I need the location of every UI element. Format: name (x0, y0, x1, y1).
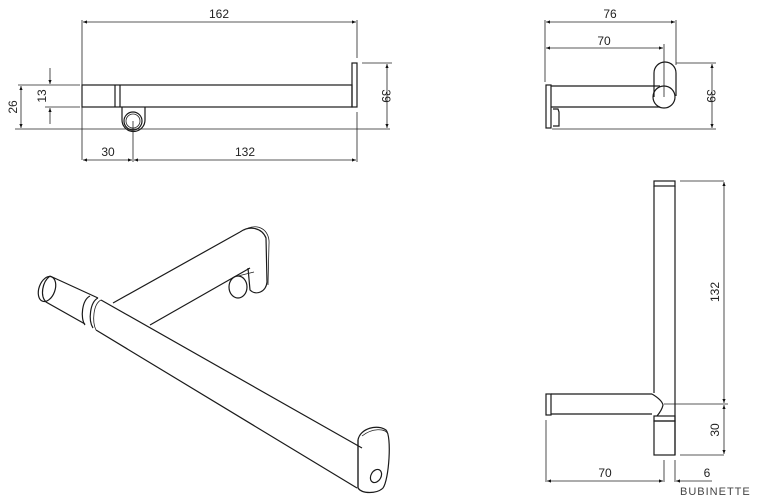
dim-top-depth-to-axis: 70 (598, 466, 612, 480)
dim-bar-length: 132 (235, 145, 255, 159)
dim-depth-total: 76 (603, 7, 617, 21)
footer-label: BUBINETTE (680, 486, 751, 498)
dim-mount-height: 26 (6, 100, 20, 114)
dim-height-total: 39 (379, 89, 393, 103)
dim-side-height: 39 (704, 89, 718, 103)
isometric-view (37, 226, 390, 494)
dim-top-bar-length: 132 (708, 282, 722, 302)
dim-overall-width: 162 (209, 7, 229, 21)
top-view: 132 30 70 6 (545, 180, 728, 483)
dim-bar-diameter: 13 (35, 89, 49, 103)
dim-depth-to-axis: 70 (597, 34, 611, 48)
dim-offset-left: 30 (101, 145, 115, 159)
dim-plate-thickness: 6 (704, 466, 711, 480)
side-view: 76 70 39 (544, 7, 718, 130)
front-view: 162 30 132 39 26 13 (6, 7, 393, 162)
dim-mount-length: 30 (708, 423, 722, 437)
